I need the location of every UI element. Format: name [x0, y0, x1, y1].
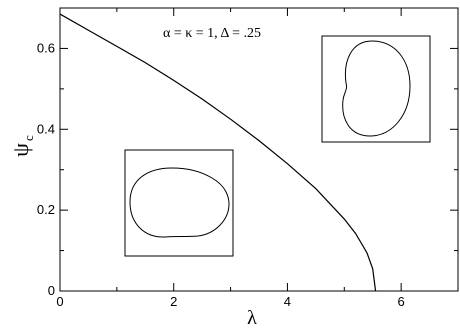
plot-frame	[59, 7, 459, 292]
x-tick-label: 2	[170, 294, 177, 309]
annotation: α = κ = 1, Δ = .25	[163, 26, 261, 41]
y-axis-label-sub: c	[21, 135, 36, 141]
y-tick-label: 0.4	[37, 121, 55, 136]
y-tick-label: 0.6	[37, 40, 55, 55]
inset-box-vertical	[321, 35, 431, 143]
inset-shape-vertical	[321, 35, 431, 143]
x-axis-label: λ	[247, 307, 257, 328]
inset-box-horizontal	[124, 149, 234, 257]
y-axis-label: ψ c	[8, 135, 36, 157]
series-line	[59, 13, 377, 292]
inset-contour-vertical	[342, 40, 411, 137]
x-tick-label: 6	[398, 294, 405, 309]
x-tick-label: 0	[56, 294, 63, 309]
inset-contour-horizontal	[129, 167, 230, 238]
y-tick-label: 0	[48, 283, 55, 298]
tick-group: 0 2 4 6 0 0.2 0.4 0.6	[37, 8, 458, 309]
y-axis-label-main: ψ	[8, 143, 33, 157]
x-tick-label: 4	[284, 294, 291, 309]
y-tick-label: 0.2	[37, 202, 55, 217]
inset-shape-horizontal	[124, 149, 234, 257]
